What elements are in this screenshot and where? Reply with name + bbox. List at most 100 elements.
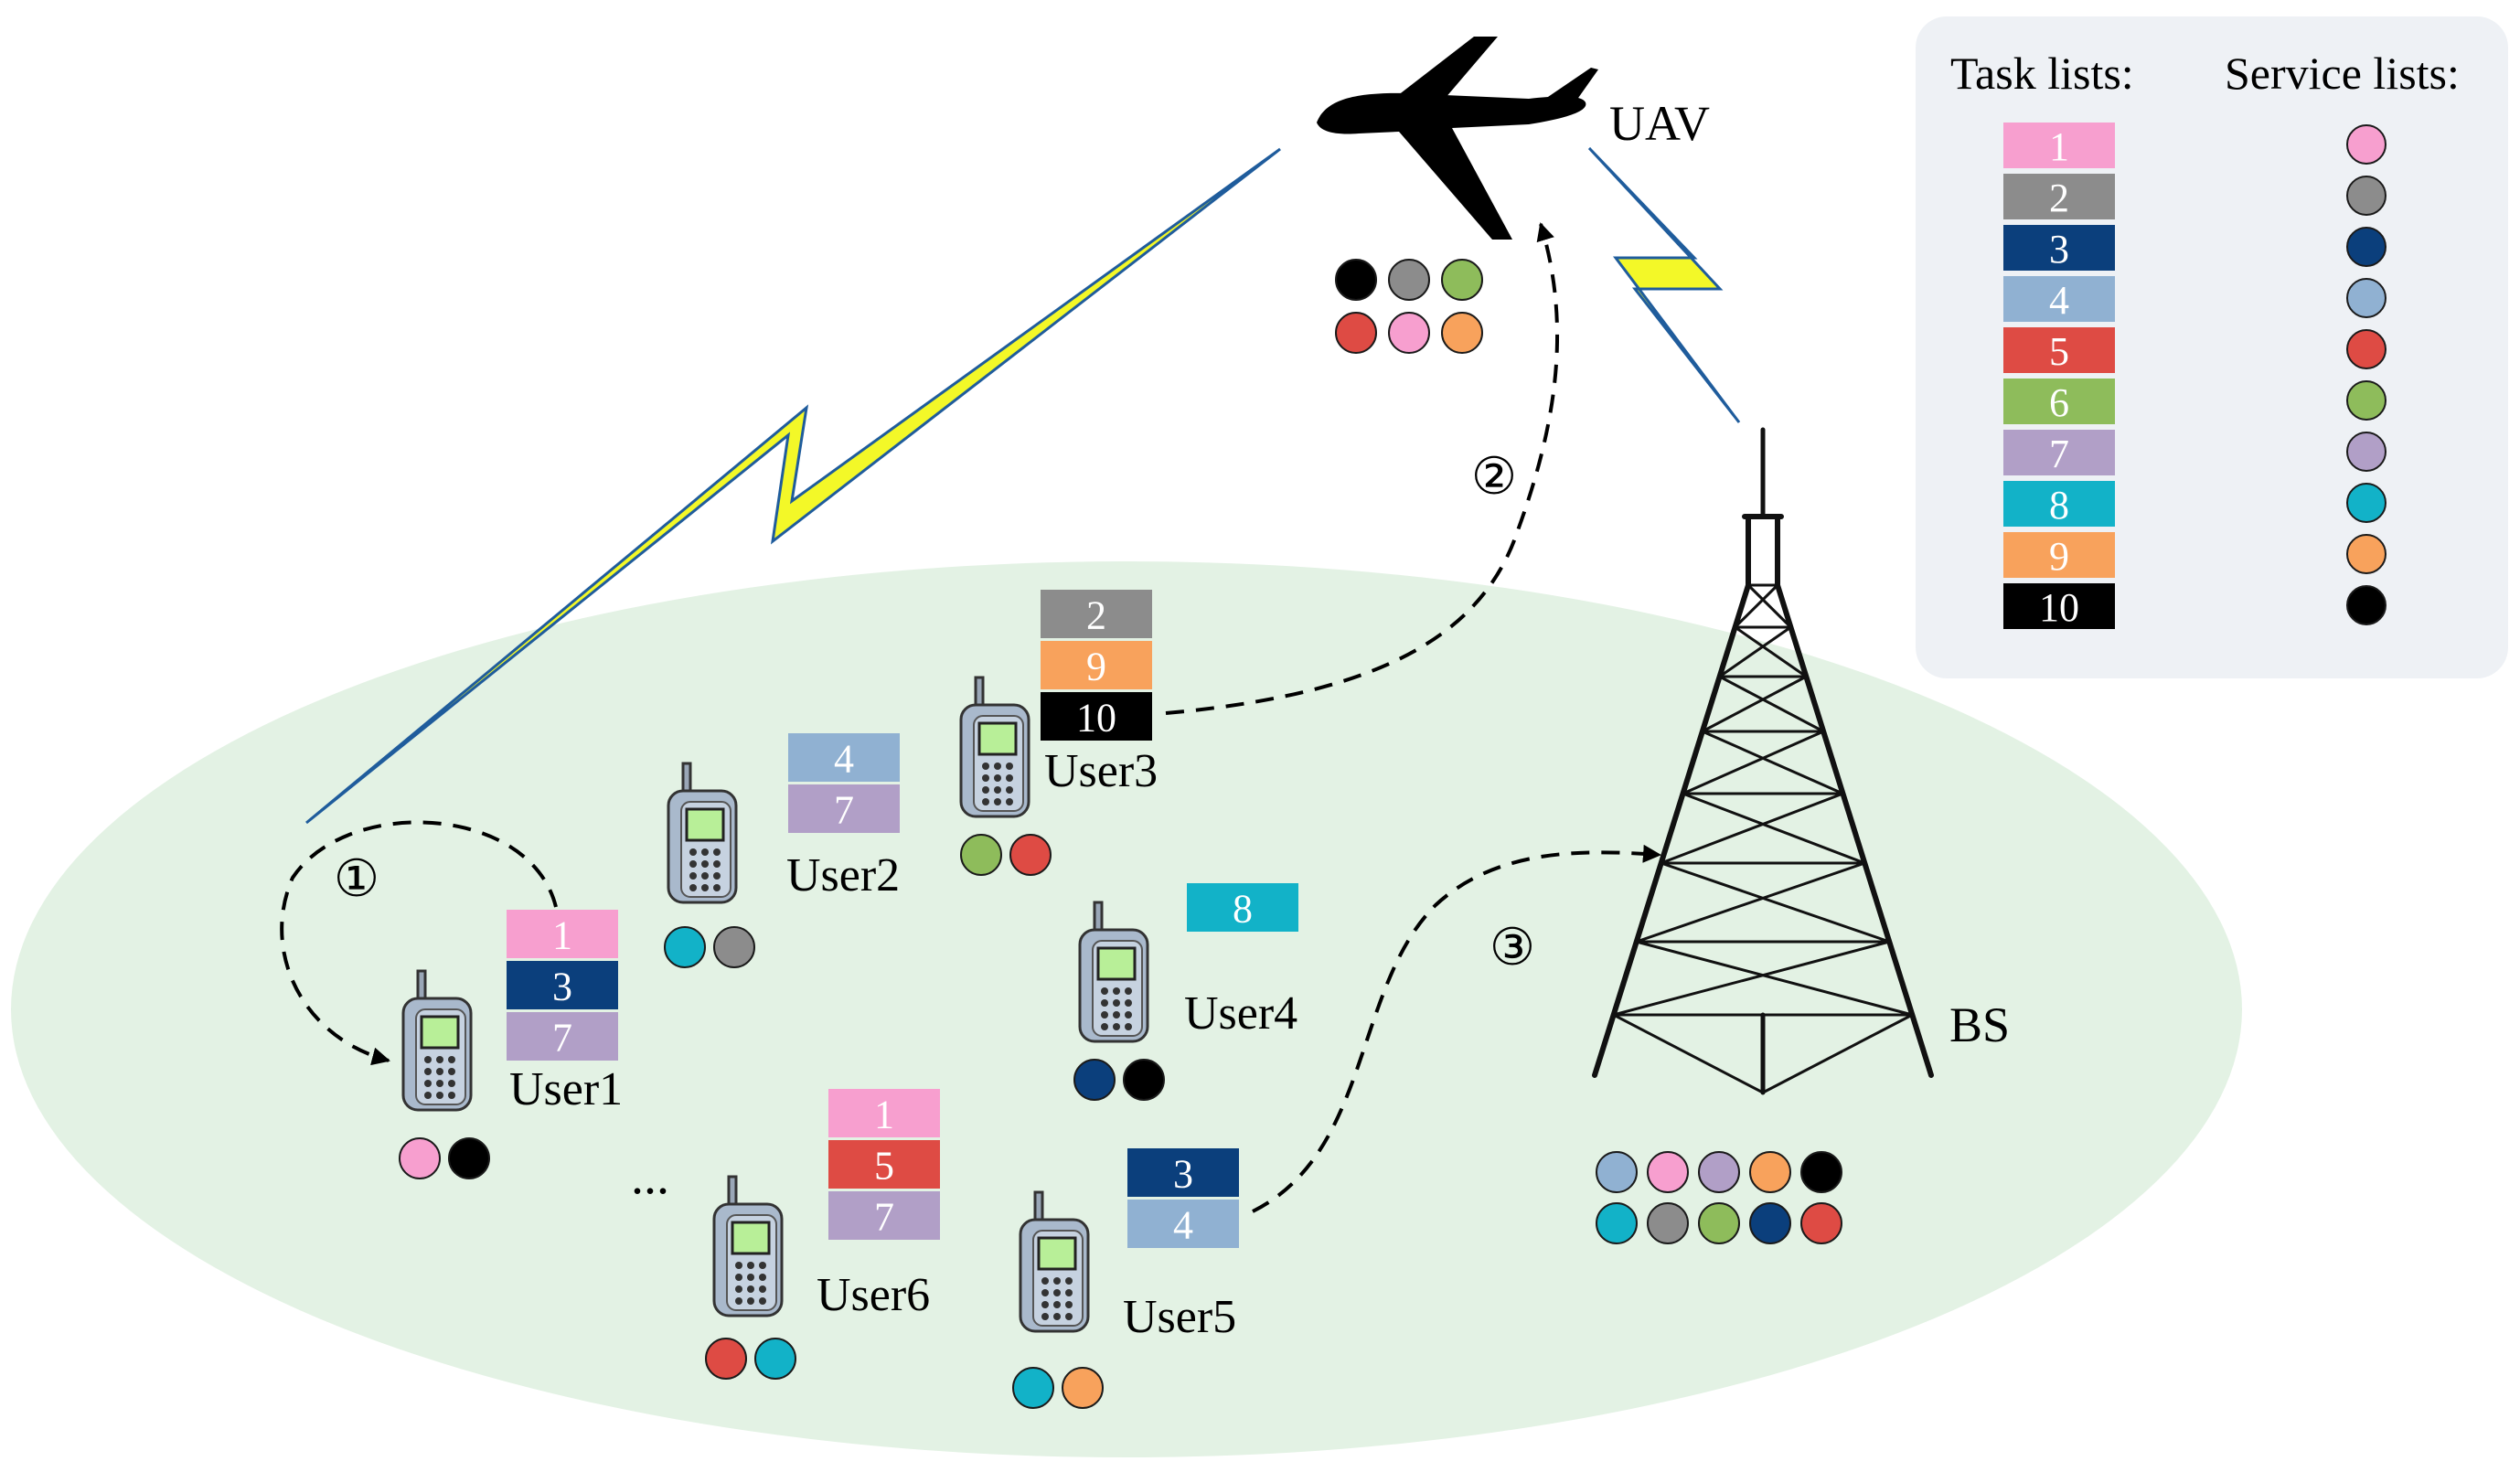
bs-service-2-dot [1647, 1202, 1689, 1244]
offload-path-user1-local [280, 820, 558, 1066]
user3-task-10-box [1041, 692, 1152, 741]
user1-task-1-box [507, 910, 618, 958]
user2-service-2-dot [713, 926, 755, 968]
user6-label: User6 [817, 1269, 930, 1321]
more-users-ellipsis: ... [631, 1148, 669, 1205]
user4-task-8-label: 8 [1233, 887, 1253, 932]
legend-task-4-box [2003, 276, 2115, 322]
legend-task-5-box [2003, 327, 2115, 373]
user5-task-3-label: 3 [1173, 1152, 1193, 1197]
uav-service-6-dot [1441, 259, 1483, 301]
user5-service-9-dot [1062, 1367, 1104, 1409]
legend-service-9-dot [2346, 534, 2387, 574]
legend-task-6-label: 6 [2049, 380, 2069, 425]
legend-task-5-label: 5 [2049, 329, 2069, 374]
legend-items: 1 2 3 4 5 6 7 8 9 10 [2003, 123, 2387, 630]
legend-service-3-dot [2346, 227, 2387, 267]
user6-task-5-box [828, 1140, 940, 1189]
user6-task-7-box [828, 1191, 940, 1240]
legend-task-3-label: 3 [2049, 227, 2069, 272]
legend-task-9-label: 9 [2049, 534, 2069, 579]
uav-service-list [1335, 259, 1483, 354]
user-service-lists [399, 834, 1165, 1409]
legend-task-6-box [2003, 379, 2115, 424]
legend-task-2-label: 2 [2049, 176, 2069, 220]
user6-task-5-label: 5 [874, 1144, 894, 1189]
user4-service-10-dot [1123, 1059, 1165, 1101]
legend-task-1-label: 1 [2049, 124, 2069, 169]
uav-service-10-dot [1335, 259, 1377, 301]
legend-task-4-label: 4 [2049, 278, 2069, 323]
user3-task-9-label: 9 [1086, 645, 1106, 689]
legend-task-header: Task lists: [1950, 48, 2134, 99]
user3-service-6-dot [960, 834, 1002, 876]
uav-service-5-dot [1335, 312, 1377, 354]
user1-service-1-dot [399, 1137, 441, 1179]
user3-service-5-dot [1009, 834, 1052, 876]
user6-task-1-label: 1 [874, 1093, 894, 1137]
legend-task-7-label: 7 [2049, 432, 2069, 476]
user4-label: User4 [1184, 987, 1297, 1040]
user1-task-1-label: 1 [552, 913, 572, 958]
bs-service-4-dot [1596, 1151, 1638, 1193]
offload-path-user5-bs [1252, 844, 1661, 1213]
user6-task-1-box [828, 1089, 940, 1137]
user5-task-3-box [1127, 1148, 1239, 1197]
user3-label: User3 [1044, 745, 1158, 797]
step-3-marker: ③ [1490, 920, 1535, 976]
step-1-marker: ① [334, 851, 379, 908]
legend-task-8-label: 8 [2049, 483, 2069, 528]
legend-service-4-dot [2346, 278, 2387, 318]
user2-service-8-dot [664, 926, 706, 968]
user3-task-2-label: 2 [1086, 593, 1106, 638]
user6-service-5-dot [705, 1338, 747, 1380]
user2-task-7-box [788, 784, 900, 833]
user1-task-7-label: 7 [552, 1016, 572, 1061]
legend-service-6-dot [2346, 380, 2387, 421]
legend-task-10-box [2003, 583, 2115, 629]
user2-task-4-box [788, 733, 900, 782]
bs-service-3-dot [1749, 1202, 1791, 1244]
wireless-link-user1-uav [305, 147, 1281, 825]
user4-task-8-box [1187, 883, 1298, 932]
offload-path-user3-uav [1165, 222, 1560, 715]
legend-task-3-box [2003, 225, 2115, 271]
user5-task-4-box [1127, 1200, 1239, 1248]
user1-task-3-label: 3 [552, 965, 572, 1009]
user1-label: User1 [509, 1063, 623, 1115]
legend-service-header: Service lists: [2225, 48, 2460, 99]
user1-task-7-box [507, 1012, 618, 1061]
user5-label: User5 [1123, 1291, 1236, 1343]
user6-service-8-dot [754, 1338, 796, 1380]
step-2-marker: ② [1471, 449, 1517, 506]
bs-service-7-dot [1698, 1151, 1740, 1193]
bs-service-6-dot [1698, 1202, 1740, 1244]
user1-service-10-dot [448, 1137, 490, 1179]
bs-service-8-dot [1596, 1202, 1638, 1244]
user2-task-4-label: 4 [834, 737, 854, 782]
user3-task-2-box [1041, 590, 1152, 638]
user3-task-10-label: 10 [1076, 696, 1116, 741]
user3-task-9-box [1041, 641, 1152, 689]
bs-tower-icon [1592, 427, 1934, 1095]
user6-task-7-label: 7 [874, 1195, 894, 1240]
user-task-lists: 1 3 7 4 7 2 9 10 8 3 4 1 5 7 [507, 590, 1298, 1248]
bs-service-list [1596, 1151, 1842, 1244]
wireless-link-uav-bs [1587, 146, 1741, 423]
legend-service-8-dot [2346, 483, 2387, 523]
legend-task-2-box [2003, 174, 2115, 219]
legend-task-10-label: 10 [2039, 585, 2079, 630]
legend-service-7-dot [2346, 432, 2387, 472]
user2-task-7-label: 7 [834, 788, 854, 833]
user5-task-4-label: 4 [1173, 1203, 1193, 1248]
user5-service-8-dot [1012, 1367, 1054, 1409]
uav-service-9-dot [1441, 312, 1483, 354]
bs-service-1-dot [1647, 1151, 1689, 1193]
legend-service-5-dot [2346, 329, 2387, 369]
legend-task-7-box [2003, 430, 2115, 475]
user1-task-3-box [507, 961, 618, 1009]
legend-service-10-dot [2346, 585, 2387, 625]
uav-service-2-dot [1388, 259, 1430, 301]
legend-task-1-box [2003, 123, 2115, 168]
